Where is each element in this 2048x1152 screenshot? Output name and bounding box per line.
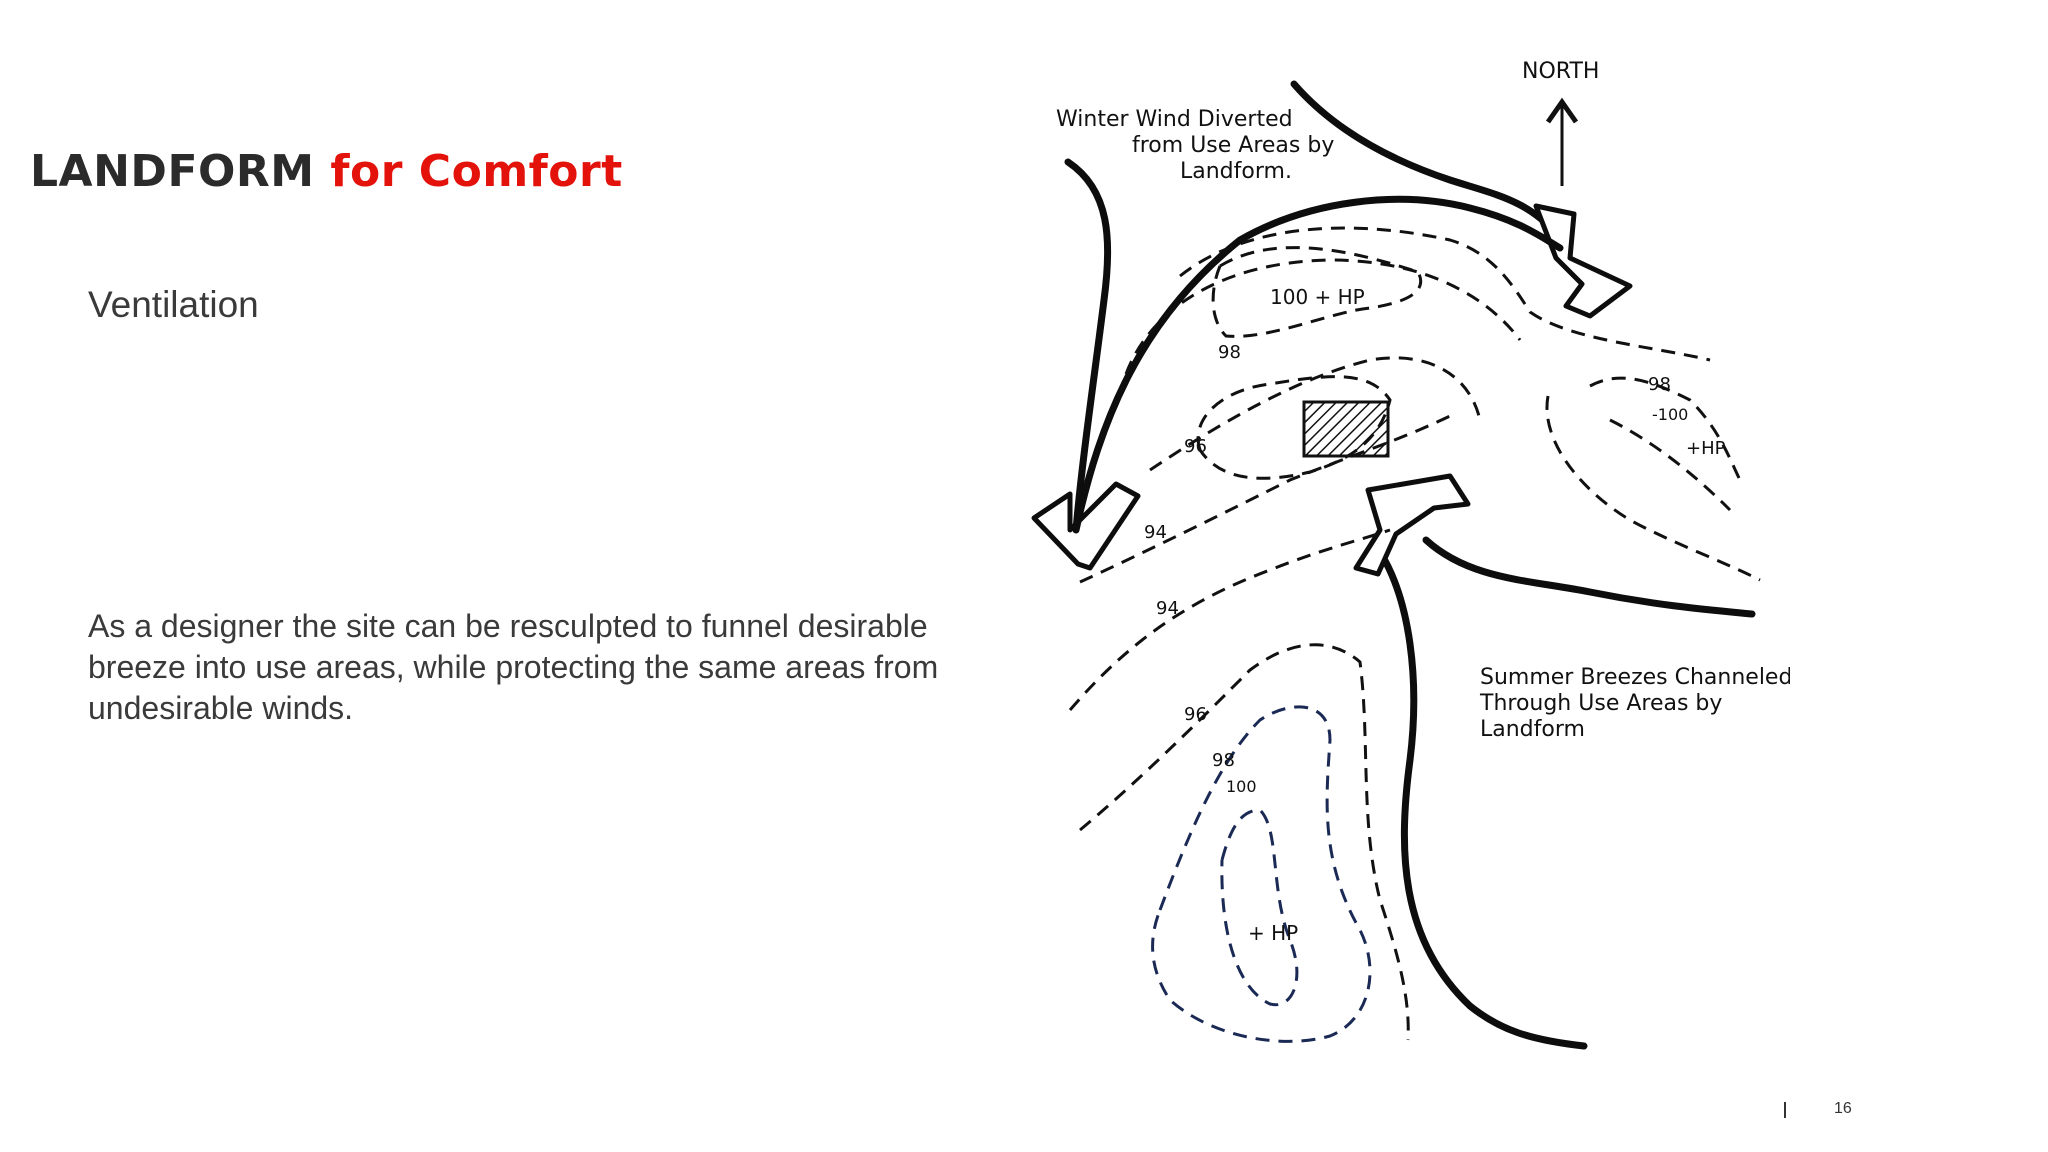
contour-label-98-top: 98 [1218, 342, 1241, 363]
contour-label-96-bottom: 96 [1184, 704, 1207, 725]
landform-ventilation-diagram: NORTH Winter Wind Diverted from Use Area… [1031, 59, 1790, 1050]
winter-wind-arrow-right [1290, 80, 1570, 248]
contour-label-100-bottom: 100 [1226, 777, 1257, 796]
summer-label-line-1: Summer Breezes Channeled [1480, 665, 1790, 690]
summer-breeze-arrowhead [1353, 473, 1471, 577]
north-arrow: NORTH [1522, 59, 1599, 186]
summer-breeze-channel-left [1376, 548, 1588, 1050]
slide-title: LANDFORM for Comfort [30, 146, 623, 197]
contour-94-mid [1068, 528, 1391, 711]
winter-label-line-2: from Use Areas by [1132, 133, 1334, 158]
winter-wind-arrowhead-left [1031, 481, 1141, 571]
winter-label-line-1: Winter Wind Diverted [1056, 107, 1293, 132]
contour-98-top [1179, 226, 1711, 362]
winter-wind-label: Winter Wind Diverted from Use Areas by L… [1056, 107, 1341, 184]
contour-label-100-right: -100 [1652, 405, 1688, 424]
contour-label-98-right: 98 [1648, 374, 1671, 395]
contour-100-bottom [1220, 808, 1299, 1007]
summer-breeze-label: Summer Breezes Channeled Through Use Are… [1479, 665, 1790, 742]
summer-label-line-3: Landform [1480, 717, 1585, 742]
north-label: NORTH [1522, 59, 1599, 84]
page-number: 16 [1834, 1100, 1852, 1117]
building-use-area [1302, 400, 1390, 458]
summer-breeze-channel-right [1422, 536, 1756, 618]
landform-ridge-top [1072, 195, 1564, 534]
contour-96-bottom [1079, 643, 1410, 1041]
contour-label-94-left: 94 [1144, 522, 1167, 543]
winter-wind-arrow-left [1064, 158, 1112, 534]
contour-label-94-mid: 94 [1156, 598, 1179, 619]
page-number-divider [1784, 1102, 1786, 1118]
contour-100-right [1609, 418, 1732, 512]
summer-label-line-2: Through Use Areas by [1479, 691, 1722, 716]
contour-label-hp-top: 100 + HP [1270, 285, 1365, 309]
winter-wind-arrowhead-right [1533, 203, 1633, 319]
contour-98-right [1589, 376, 1742, 481]
winter-label-line-3: Landform. [1180, 159, 1292, 184]
contour-label-hp-right: +HP [1686, 438, 1726, 459]
contour-label-98-bottom: 98 [1212, 750, 1235, 771]
title-main: LANDFORM [30, 146, 315, 197]
body-text: As a designer the site can be resculpted… [88, 608, 939, 726]
contour-100-top [1211, 246, 1423, 338]
slide-subtitle: Ventilation [88, 284, 259, 325]
contour-94-left [1079, 414, 1451, 584]
contour-96-mid [1149, 356, 1482, 472]
contour-outer-right [1545, 395, 1761, 582]
contour-label-hp-bottom: + HP [1248, 921, 1298, 945]
contour-98-bottom [1151, 705, 1372, 1043]
title-accent: for Comfort [330, 146, 623, 197]
contour-use-area [1196, 375, 1392, 480]
contour-label-96-left: 96 [1184, 436, 1207, 457]
